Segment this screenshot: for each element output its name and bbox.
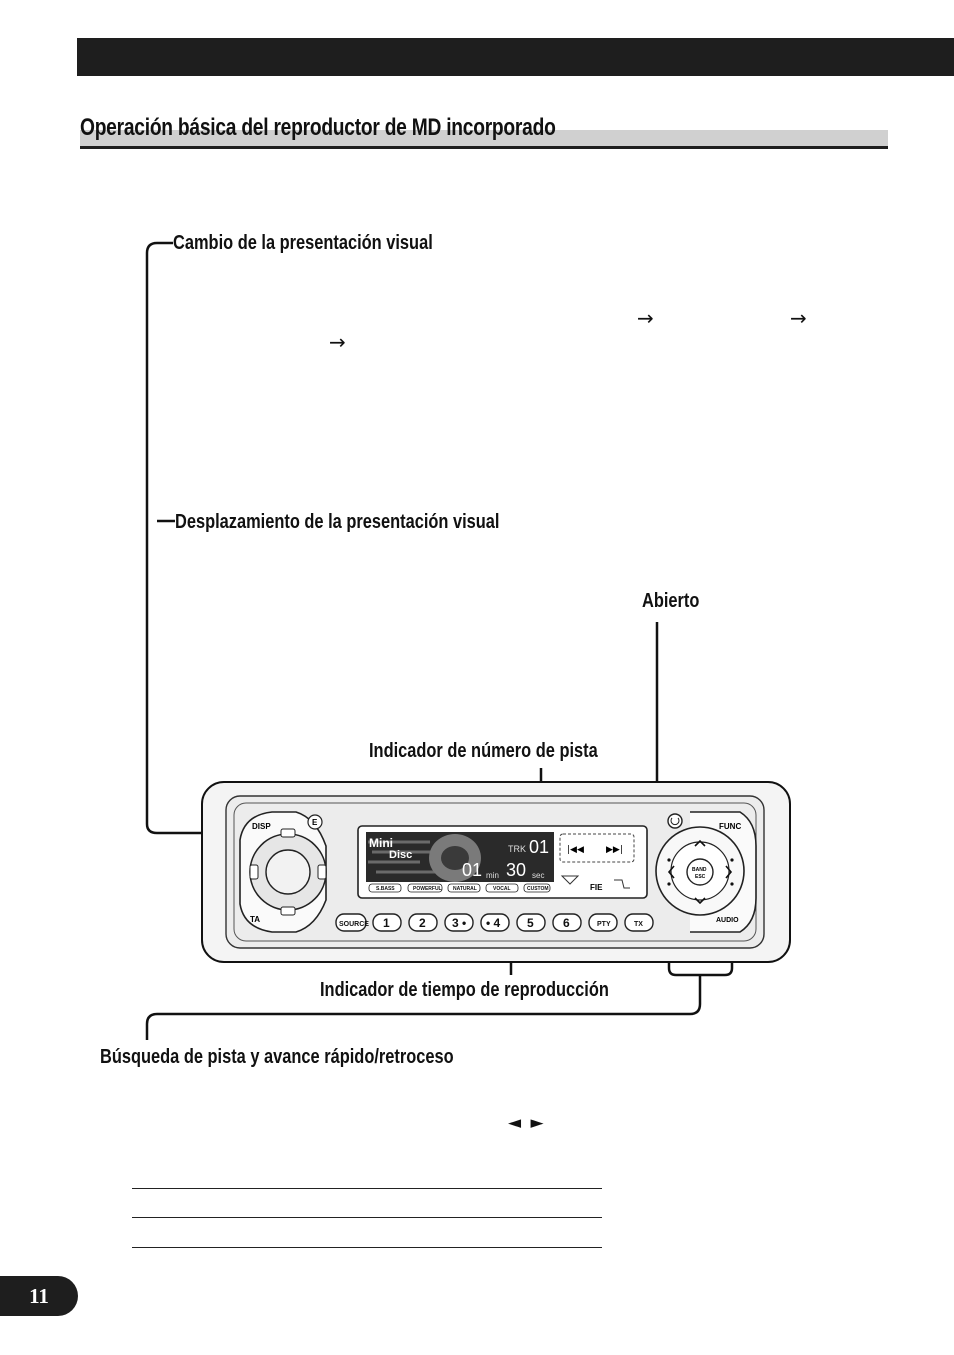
display-track-number: 01 — [529, 837, 549, 857]
svg-text:ESC: ESC — [695, 874, 706, 880]
label-open: Abierto — [642, 590, 700, 612]
svg-text:1: 1 — [383, 916, 390, 930]
preset-button-1 — [372, 913, 402, 932]
preset-button-2 — [408, 913, 438, 932]
source-button — [335, 913, 367, 932]
right-arrow-icon — [725, 865, 733, 879]
down-arrow-icon — [694, 897, 706, 905]
section-title-band — [80, 130, 888, 146]
label-play-time-indicator: Indicador de tiempo de reproducción — [320, 979, 609, 1001]
audio-button-label: AUDIO — [716, 917, 739, 924]
eq-sbass: S.BASS — [376, 886, 395, 892]
display-sec-label: sec — [532, 871, 544, 880]
left-right-triangle-icon: ◄ ► — [508, 1113, 546, 1133]
disp-button-label: DISP — [252, 822, 271, 831]
right-arrow-icon: → — [329, 330, 346, 354]
right-arrow-icon: → — [637, 306, 654, 330]
display-seconds: 30 — [506, 860, 526, 880]
eq-natural: NATURAL — [453, 886, 477, 892]
preset-button-5 — [516, 913, 546, 932]
display-minutes: 01 — [462, 860, 482, 880]
label-track-number-indicator: Indicador de número de pista — [369, 740, 598, 762]
svg-text:5: 5 — [527, 916, 534, 930]
up-arrow-icon — [694, 839, 706, 847]
section-title-rule — [80, 146, 888, 149]
section-title: Operación básica del reproductor de MD i… — [80, 114, 556, 141]
pty-button — [588, 913, 618, 932]
preset-button-6 — [552, 913, 582, 932]
label-display-change: Cambio de la presentación visual — [173, 232, 433, 254]
svg-text:6: 6 — [563, 916, 570, 930]
leader-display-change — [145, 241, 246, 835]
svg-text:3 •: 3 • — [452, 916, 466, 930]
eq-powerful: POWERFUL — [413, 886, 442, 892]
label-display-scroll: Desplazamiento de la presentación visual — [175, 511, 500, 533]
tx-button — [624, 913, 654, 932]
svg-text:PTY: PTY — [597, 921, 611, 928]
eq-vocal: VOCAL — [493, 886, 511, 892]
svg-text:BAND: BAND — [692, 867, 707, 873]
header-bar — [77, 38, 954, 76]
left-arrow-icon — [667, 865, 675, 879]
prev-track-icon: |◀◀ — [567, 845, 584, 855]
display-disc-label: Disc — [389, 849, 412, 861]
fie-label: FIE — [590, 883, 603, 892]
page-number-badge: 11 — [0, 1276, 78, 1316]
label-track-search: Búsqueda de pista y avance rápido/retroc… — [100, 1046, 454, 1068]
preset-button-4 — [480, 913, 510, 932]
page-number: 11 — [29, 1283, 49, 1308]
eq-custom: CUSTOM — [527, 886, 549, 892]
display-trk-label: TRK — [508, 844, 526, 854]
table-rule — [132, 1188, 602, 1189]
table-rule — [132, 1217, 602, 1218]
next-track-icon: ▶▶| — [606, 845, 623, 855]
svg-text:TX: TX — [634, 921, 643, 928]
display-min-label: min — [486, 871, 499, 880]
svg-text:E: E — [312, 818, 318, 827]
svg-text:SOURCE: SOURCE — [339, 921, 369, 928]
right-arrow-icon: → — [790, 306, 807, 330]
ta-button-label: TA — [250, 915, 260, 924]
table-rule — [132, 1247, 602, 1248]
func-button-label: FUNC — [719, 822, 741, 831]
svg-text:2: 2 — [419, 916, 426, 930]
preset-button-3 — [444, 913, 474, 932]
e-button — [307, 814, 323, 830]
svg-text:• 4: • 4 — [486, 916, 501, 930]
display-mini-label: Mini — [369, 836, 393, 850]
band-esc-button — [686, 858, 714, 886]
leader-track-search — [145, 975, 702, 1040]
open-button — [667, 813, 683, 829]
leader-bracket — [667, 860, 734, 977]
